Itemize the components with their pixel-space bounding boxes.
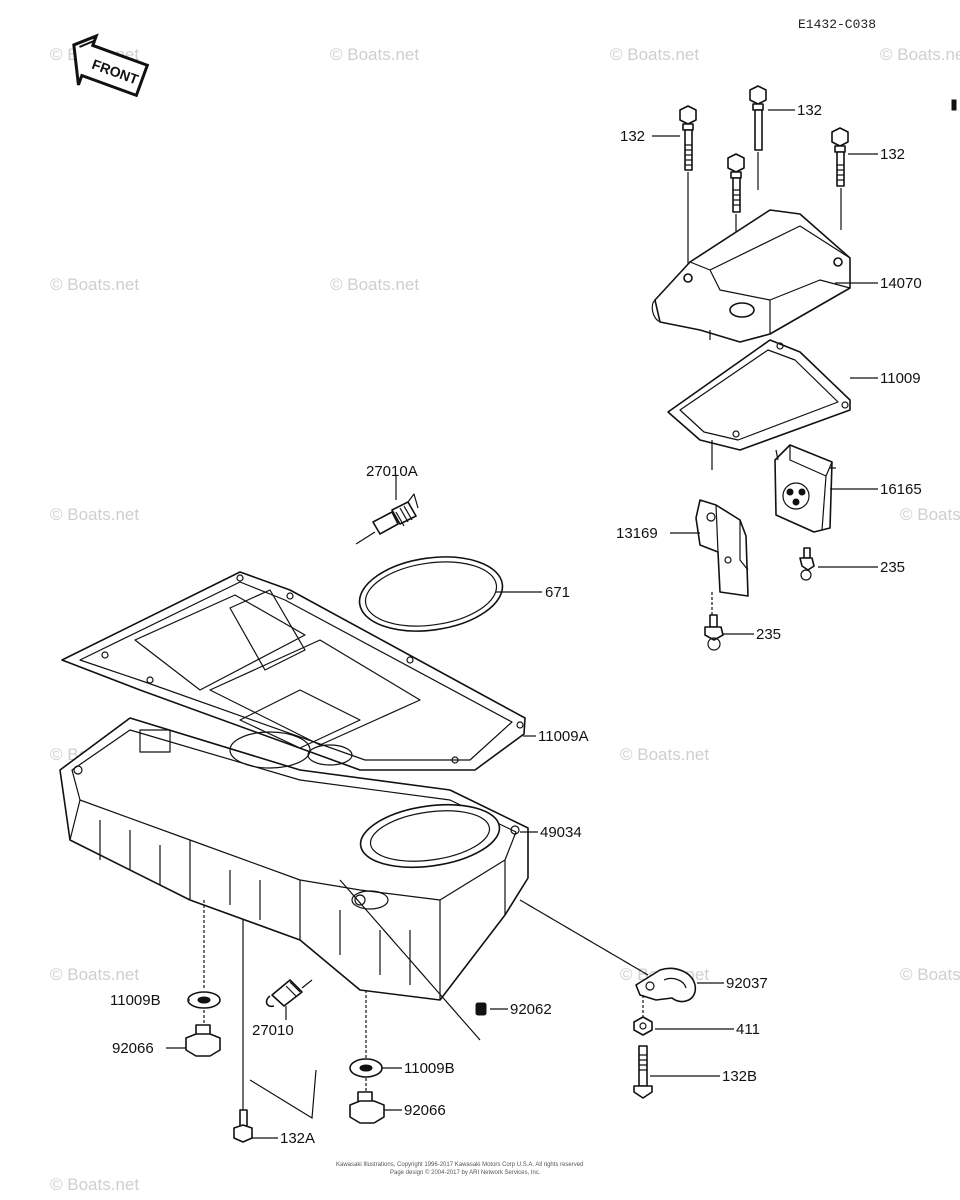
oil-switch-27010 xyxy=(265,979,313,1008)
watermark: © Boats.net xyxy=(330,275,419,294)
part-label: 92037 xyxy=(726,975,768,992)
part-label: 11009B xyxy=(404,1060,455,1077)
part-label: 132A xyxy=(280,1130,315,1147)
part-label: 14070 xyxy=(880,275,922,292)
part-label: 92066 xyxy=(404,1102,446,1119)
part-label: 49034 xyxy=(540,824,582,841)
bracket-13169 xyxy=(695,499,749,597)
gasket-11009 xyxy=(667,339,851,451)
watermark: © Boats.net xyxy=(50,505,139,524)
clamp-92037 xyxy=(635,967,697,1003)
breather-cover-14070 xyxy=(651,209,851,343)
watermark: © Boats.net xyxy=(620,745,709,764)
watermark: © Boats.net xyxy=(900,965,960,984)
part-label: 11009A xyxy=(538,728,589,745)
part-labels: 132 132 132 14070 11009 16165 13169 235 … xyxy=(110,102,922,1147)
part-label: 16165 xyxy=(880,481,922,498)
leader-lines xyxy=(166,109,878,1139)
drain-bolt-92066 xyxy=(185,1024,221,1057)
watermark: © Boats.net xyxy=(50,965,139,984)
watermark: © Boats.net xyxy=(880,45,960,64)
regulator-16165 xyxy=(774,444,836,533)
bolt-132B xyxy=(633,1045,653,1099)
watermark: © Boats.net xyxy=(900,505,960,524)
part-label: 92066 xyxy=(112,1040,154,1057)
bolt-132 xyxy=(679,105,697,171)
part-label: 411 xyxy=(736,1021,760,1038)
bolt-235 xyxy=(799,547,815,581)
part-label: 132 xyxy=(620,128,645,145)
copyright-line: Kawasaki Illustrations, Copyright 1996-2… xyxy=(336,1162,583,1168)
drain-bolt-92066 xyxy=(349,1091,385,1124)
bolt-132 xyxy=(727,153,745,213)
bolt-132A xyxy=(233,1109,253,1143)
part-label: 27010 xyxy=(252,1022,294,1039)
reference-code: E1432-C038 xyxy=(798,17,876,32)
oil-pan-49034 xyxy=(59,717,529,1001)
part-label: 11009B xyxy=(110,992,161,1009)
bolt-235 xyxy=(704,614,724,651)
part-label: 235 xyxy=(880,559,905,576)
edge-mark xyxy=(951,99,957,111)
copyright-line: Page design © 2004-2017 by ARI Network S… xyxy=(390,1169,541,1176)
part-label: 235 xyxy=(756,626,781,643)
watermark: © Boats.net xyxy=(610,45,699,64)
o-ring-671 xyxy=(358,556,504,632)
oil-switch-27010A xyxy=(355,493,419,545)
nut-411 xyxy=(633,1016,653,1036)
gasket-11009A xyxy=(61,571,526,771)
watermark: © Boats.net xyxy=(50,1175,139,1194)
part-label: 671 xyxy=(545,584,570,601)
part-label: 132 xyxy=(880,146,905,163)
plug-92062 xyxy=(475,1002,487,1016)
bolt-132 xyxy=(749,85,767,151)
bolt-132 xyxy=(831,127,849,187)
washer-11009B xyxy=(187,991,221,1009)
part-label: 13169 xyxy=(616,525,658,542)
washer-11009B xyxy=(349,1058,383,1078)
watermark: © Boats.net xyxy=(50,275,139,294)
part-label: 11009 xyxy=(880,370,921,387)
front-arrow: FRONT xyxy=(72,33,150,98)
part-label: 132 xyxy=(797,102,822,119)
part-label: 92062 xyxy=(510,1001,552,1018)
part-label: 132B xyxy=(722,1068,757,1085)
watermark: © Boats.net xyxy=(330,45,419,64)
part-label: 27010A xyxy=(366,463,418,480)
